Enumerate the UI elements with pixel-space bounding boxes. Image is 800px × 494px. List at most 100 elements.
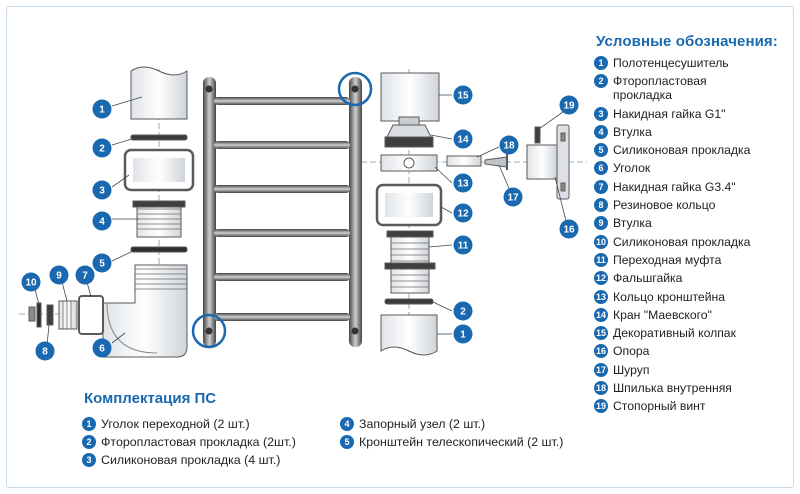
legend-item-label: Втулка [613,216,652,231]
legend-item-label: Накидная гайка G3.4" [613,179,736,194]
kit-item: 4 Запорный узел (2 шт.) [340,417,600,431]
legend-item: 19 Стопорный винт [594,399,793,414]
callout-6-left: 6 [92,338,112,358]
callout-7-left: 7 [75,265,95,285]
legend-item-label: Резиновое кольцо [613,198,716,213]
svg-text:16: 16 [563,225,575,236]
kit-number-badge: 1 [82,417,96,431]
left-nut-7 [78,295,104,335]
callout-15-right: 15 [453,85,473,105]
right-cap-15 [380,72,440,122]
legend-item-label: Стопорный винт [613,399,706,414]
legend-item: 7 Накидная гайка G3.4" [594,179,793,194]
diagram-frame: 1 2 3 4 5 6 7 8 9 10 1 2 11 12 13 14 15 … [6,6,794,488]
callout-4-left: 4 [92,211,112,231]
callout-19-bracket: 19 [559,95,579,115]
kit-item-label: Силиконовая прокладка (4 шт.) [101,453,281,467]
legend-number-badge: 19 [594,399,608,414]
legend-item: 16 Опора [594,344,793,359]
callout-2-left: 2 [92,138,112,158]
callout-10-left: 10 [21,272,41,292]
legend-number-badge: 17 [594,362,608,377]
svg-text:19: 19 [563,101,575,112]
kit-item-label: Запорный узел (2 шт.) [359,417,486,431]
legend-number-badge: 5 [594,143,608,158]
svg-text:14: 14 [457,135,469,146]
legend-item: 4 Втулка [594,124,793,139]
callout-11-right: 11 [453,235,473,255]
bracket-support-16 [526,144,558,180]
towel-dryer-ladder [191,71,373,349]
callout-1-left: 1 [92,99,112,119]
legend-number-badge: 12 [594,271,608,286]
right-stack [375,72,443,356]
legend-number-badge: 1 [594,56,608,70]
callout-2-right: 2 [453,301,473,321]
legend-number-badge: 8 [594,198,608,213]
bracket-screw-17 [484,156,508,168]
legend-number-badge: 14 [594,307,608,322]
legend-item: 9 Втулка [594,216,793,231]
callout-17-bracket: 17 [503,187,523,207]
left-gasket-10 [36,302,42,328]
svg-text:3: 3 [99,186,105,197]
legend-number-badge: 10 [594,234,608,249]
callout-9-left: 9 [49,265,69,285]
svg-text:4: 4 [99,217,105,228]
kit-title: Комплектация ПС [84,390,217,407]
legend-item-label: Втулка [613,124,652,139]
left-bushing-4 [136,202,182,238]
kit-item: 3 Силиконовая прокладка (4 шт.) [82,453,340,467]
legend-number-badge: 9 [594,216,608,231]
callout-16-bracket: 16 [559,219,579,239]
legend-item-label: Полотенцесушитель [613,56,729,70]
bracket-assembly [446,124,570,200]
kit-item-label: Кронштейн телескопический (2 шт.) [359,435,564,449]
svg-text:12: 12 [457,209,469,220]
legend-title: Условные обозначения: [596,33,778,50]
callout-1-right: 1 [453,324,473,344]
legend-number-badge: 16 [594,344,608,359]
left-gasket-5 [130,246,188,253]
kit-number-badge: 2 [82,435,96,449]
legend-item-label: Декоративный колпак [613,326,736,341]
svg-text:2: 2 [460,307,466,318]
kit-item-label: Уголок переходной (2 шт.) [101,417,250,431]
legend-number-badge: 4 [594,124,608,139]
svg-text:11: 11 [458,241,469,252]
kit-item-label: Фторопластовая прокладка (2шт.) [101,435,296,449]
svg-text:1: 1 [99,105,105,116]
kit-number-badge: 4 [340,417,354,431]
right-gasket-2 [384,298,434,305]
callout-13-right: 13 [453,173,473,193]
svg-text:5: 5 [99,259,105,270]
kit-list: 1 Уголок переходной (2 шт.) 4 Запорный узе… [82,417,602,471]
svg-text:9: 9 [56,271,62,282]
svg-text:7: 7 [82,271,88,282]
kit-panel: Комплектация ПС 1 Уголок переходной (2 шт… [82,390,602,471]
kit-number-badge: 3 [82,453,96,467]
svg-text:6: 6 [99,344,105,355]
svg-text:8: 8 [42,347,48,358]
svg-text:2: 2 [99,144,105,155]
callout-8-left: 8 [35,341,55,361]
right-valve-14 [386,124,432,138]
kit-item: 5 Кронштейн телескопический (2 шт.) [340,435,600,449]
legend-number-badge: 13 [594,289,608,304]
legend-item: 1 Полотенцесушитель [594,56,793,70]
kit-number-badge: 5 [340,435,354,449]
legend-item-label: Шуруп [613,362,650,377]
left-bushing-9 [58,300,78,330]
legend-number-badge: 7 [594,179,608,194]
legend-item-label: Кран "Маевского" [613,307,712,322]
kit-item: 2 Фторопластовая прокладка (2шт.) [82,435,340,449]
legend-number-badge: 2 [594,74,608,89]
callouts: 1 2 3 4 5 6 7 8 9 10 1 2 11 12 13 14 15 … [21,85,579,361]
legend-item: 14 Кран "Маевского" [594,307,793,322]
legend-item-label: Уголок [613,161,651,176]
legend-item-label: Опора [613,344,650,359]
